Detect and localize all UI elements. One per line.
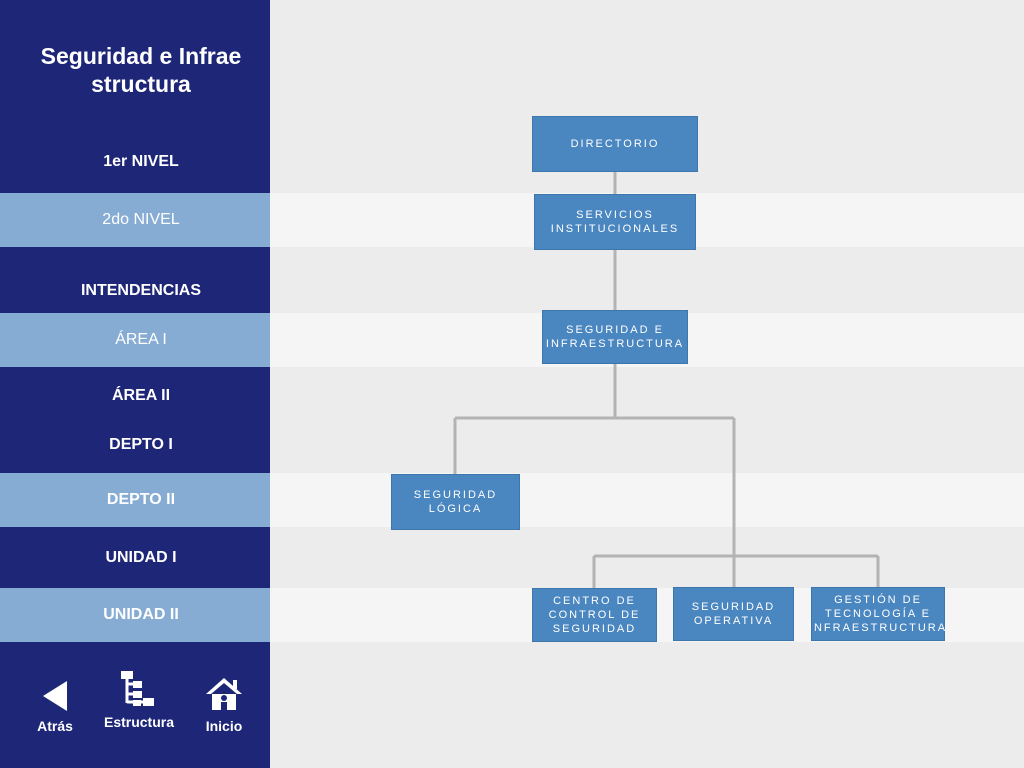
org-box-servicios-institucionales[interactable]: SERVICIOS INSTITUCIONALES xyxy=(534,194,696,250)
org-structure-icon xyxy=(121,671,154,706)
row-stripe-depto-ii xyxy=(270,473,1024,527)
level-1er-nivel[interactable]: 1er NIVEL xyxy=(103,153,179,170)
org-box-seguridad-infraestructura[interactable]: SEGURIDAD E INFRAESTRUCTURA xyxy=(542,310,688,364)
home-label: Inicio xyxy=(205,718,243,734)
org-box-centro-control[interactable]: CENTRO DE CONTROL DE SEGURIDAD xyxy=(532,588,657,642)
structure-button[interactable]: Estructura xyxy=(96,670,182,730)
home-icon xyxy=(206,678,242,710)
level-unidad-ii[interactable]: UNIDAD II xyxy=(0,588,270,642)
back-label: Atrás xyxy=(37,718,73,734)
back-arrow-icon xyxy=(43,681,67,711)
level-area-ii[interactable]: ÁREA II xyxy=(111,387,171,404)
page-title: Seguridad e Infraestructura xyxy=(40,43,242,97)
level-depto-ii[interactable]: DEPTO II xyxy=(0,473,270,527)
level-unidad-i[interactable]: UNIDAD I xyxy=(105,549,177,566)
level-area-i[interactable]: ÁREA I xyxy=(0,313,270,367)
org-box-seguridad-operativa[interactable]: SEGURIDAD OPERATIVA xyxy=(673,587,794,641)
home-button[interactable]: Inicio xyxy=(200,676,248,734)
level-depto-i[interactable]: DEPTO I xyxy=(109,436,173,453)
level-2do-nivel[interactable]: 2do NIVEL xyxy=(0,193,270,247)
back-button[interactable]: Atrás xyxy=(30,680,80,734)
level-intendencias[interactable]: INTENDENCIAS xyxy=(80,282,201,299)
org-box-gestion-tecnologia[interactable]: GESTIÓN DE TECNOLOGÍA E INFRAESTRUCTURA xyxy=(809,587,945,641)
structure-label: Estructura xyxy=(103,714,175,730)
org-box-seguridad-logica[interactable]: SEGURIDAD LÓGICA xyxy=(391,474,520,530)
org-box-directorio[interactable]: DIRECTORIO xyxy=(532,116,698,172)
sidebar: Seguridad e Infraestructura 1er NIVEL 2d… xyxy=(0,0,270,768)
